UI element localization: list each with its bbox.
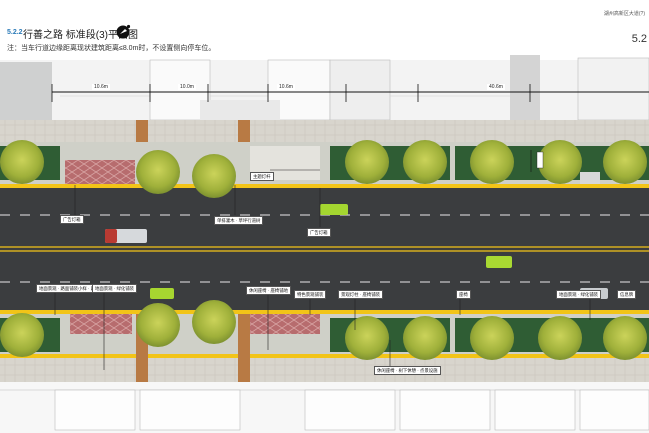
dimension-label: 10.6m xyxy=(92,84,110,90)
south-curb xyxy=(0,310,649,314)
callout-north: 单排灌木 · 草坪行道树 xyxy=(214,216,264,225)
callout-south: 地面景观 · 绿化铺装 xyxy=(556,290,602,299)
north-trees xyxy=(0,140,647,198)
north-curb xyxy=(0,184,649,188)
dimension-label: 10.6m xyxy=(277,84,295,90)
south-yellow-edge xyxy=(0,354,649,358)
callout-south: 信息牌 xyxy=(617,290,637,299)
callout-south: 座椅 xyxy=(456,290,471,299)
north-sidewalk xyxy=(0,120,649,142)
project-title: 湖州高新区大道(?) xyxy=(603,11,645,17)
south-trees xyxy=(0,300,647,360)
north-buildings xyxy=(0,55,649,121)
callout-south: 休闲座椅 · 座椅铺地 xyxy=(246,286,292,295)
scale-bar xyxy=(530,150,544,172)
south-sidewalk xyxy=(0,358,649,382)
callout-north: 广告灯箱 xyxy=(60,215,84,224)
callout-south: 特色景观铺装 xyxy=(294,290,327,299)
callout-south: 休闲座椅 · 树下休憩 · 点景设施 xyxy=(374,366,441,375)
page-number: 5.2 xyxy=(631,33,647,45)
dimension-line xyxy=(51,84,649,102)
callout-north: 广告灯箱 xyxy=(307,228,331,237)
south-buildings xyxy=(0,382,649,433)
design-note: 注：当车行道边缘距离现状建筑距离≤8.0m时，不设置侧向停车位。 xyxy=(7,45,216,52)
callout-south: 景观灯柱 · 座椅铺装 xyxy=(338,290,384,299)
north-arrow-icon xyxy=(116,24,131,39)
page-title: 行善之路 标准段(3)平面图 xyxy=(23,30,138,41)
section-number: 5.2.2 xyxy=(7,29,23,36)
crossing-strip-south-2 xyxy=(238,314,250,382)
dimension-label: 10.0m xyxy=(178,84,196,90)
dimension-label: 40.6m xyxy=(487,84,505,90)
callout-north: 主题灯杆 xyxy=(250,172,274,181)
callout-south: 地面景观 · 绿化铺装 xyxy=(92,284,138,293)
